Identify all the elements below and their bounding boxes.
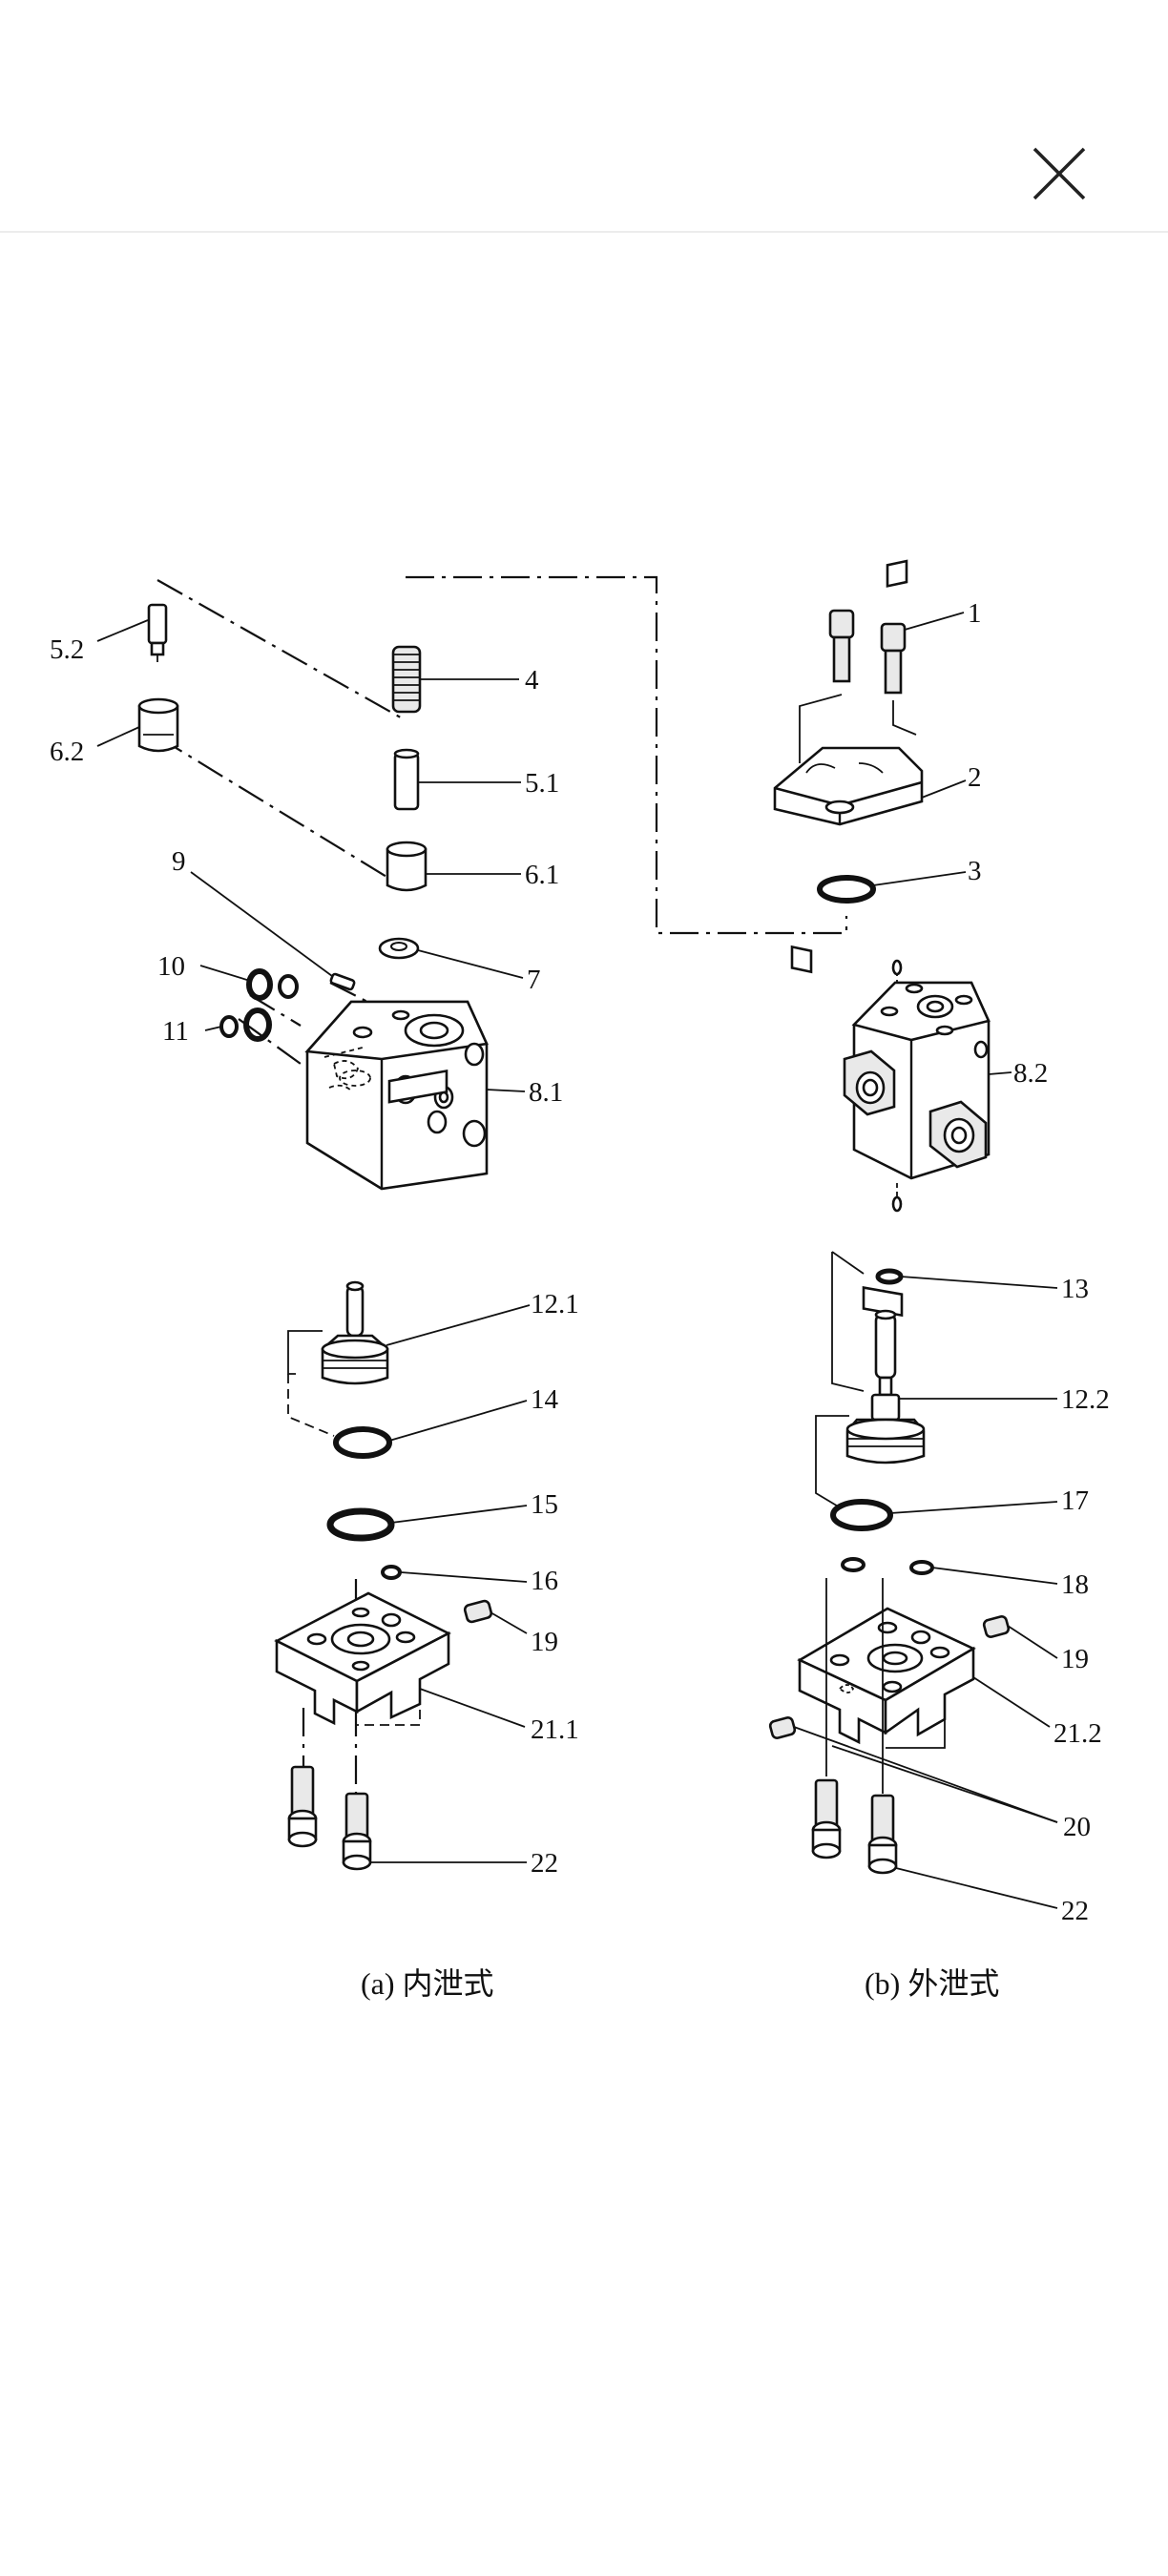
leader-lines <box>96 612 1058 1909</box>
bracket-lines-left <box>287 1330 421 1726</box>
o-ring-14 <box>333 1426 392 1459</box>
label-22-right: 22 <box>1061 1896 1089 1926</box>
part-spring-4 <box>391 645 422 714</box>
label-21-1: 21.1 <box>531 1714 579 1745</box>
part-screw-19-right <box>982 1615 1011 1638</box>
caption-internal-drain: (a) 内泄式 <box>361 1966 494 2001</box>
o-ring-13 <box>875 1268 904 1285</box>
label-19-left: 19 <box>531 1627 558 1657</box>
label-9: 9 <box>172 846 186 877</box>
label-18: 18 <box>1061 1569 1089 1600</box>
label-2: 2 <box>968 762 982 793</box>
exploded-diagram: 5.2 6.2 4 5.1 6.1 7 9 10 11 8.1 12.1 14 … <box>0 534 1168 2023</box>
label-6-1: 6.1 <box>525 860 559 890</box>
o-ring-16 <box>381 1565 402 1580</box>
label-12-2: 12.2 <box>1061 1384 1110 1415</box>
part-body-8-1 <box>304 1000 489 1191</box>
part-pin-5-2 <box>147 603 168 662</box>
label-16: 16 <box>531 1566 558 1596</box>
label-22-left: 22 <box>531 1848 558 1879</box>
label-12-1: 12.1 <box>531 1289 579 1319</box>
part-housing-2 <box>773 559 924 974</box>
o-ring-17 <box>830 1499 893 1531</box>
label-15: 15 <box>531 1489 558 1520</box>
label-14: 14 <box>531 1384 559 1415</box>
part-screws-22-left <box>287 1765 372 1871</box>
label-11: 11 <box>162 1016 189 1047</box>
part-plug-6-1 <box>386 841 428 892</box>
bracket-lines-right <box>815 1251 946 1749</box>
part-pin-9 <box>329 972 356 991</box>
part-screw-20 <box>768 1716 797 1739</box>
close-button[interactable] <box>1027 141 1092 206</box>
label-21-2: 21.2 <box>1053 1718 1102 1749</box>
part-body-8-2 <box>843 959 991 1318</box>
part-spool-12-1 <box>321 1280 389 1385</box>
part-washer-7 <box>378 937 420 960</box>
part-plate-21-1 <box>274 1591 451 1726</box>
label-20: 20 <box>1063 1812 1091 1842</box>
o-rings-10-11 <box>219 968 299 1042</box>
o-ring-18b <box>909 1560 934 1575</box>
valve-exploded-view: 5.2 6.2 4 5.1 6.1 7 9 10 11 8.1 12.1 14 … <box>50 559 1110 2001</box>
label-5-1: 5.1 <box>525 768 559 799</box>
label-3: 3 <box>968 856 982 886</box>
o-ring-3 <box>817 875 876 904</box>
label-8-1: 8.1 <box>529 1077 563 1108</box>
caption-external-drain: (b) 外泄式 <box>865 1966 999 2001</box>
part-labels: 5.2 6.2 4 5.1 6.1 7 9 10 11 8.1 12.1 14 … <box>50 598 1110 1926</box>
label-10: 10 <box>157 951 185 982</box>
label-5-2: 5.2 <box>50 634 84 665</box>
label-1: 1 <box>968 598 982 629</box>
label-6-2: 6.2 <box>50 737 84 767</box>
part-spool-12-2 <box>845 1309 926 1465</box>
close-icon <box>1032 147 1086 200</box>
top-bar <box>0 0 1168 233</box>
label-19-right: 19 <box>1061 1644 1089 1674</box>
part-screw-19-left <box>463 1599 493 1624</box>
label-4: 4 <box>525 665 539 696</box>
o-ring-15 <box>326 1507 395 1542</box>
part-screws-22-right <box>811 1578 898 1875</box>
part-screws-1 <box>828 609 907 695</box>
label-13: 13 <box>1061 1274 1089 1304</box>
part-plug-6-2 <box>137 697 179 753</box>
part-plate-21-2 <box>797 1607 976 1745</box>
centerlines <box>156 575 848 1794</box>
label-7: 7 <box>527 965 541 995</box>
part-pin-5-1 <box>393 748 420 811</box>
o-ring-18a <box>841 1557 866 1572</box>
label-17: 17 <box>1061 1485 1089 1516</box>
label-8-2: 8.2 <box>1013 1058 1048 1089</box>
